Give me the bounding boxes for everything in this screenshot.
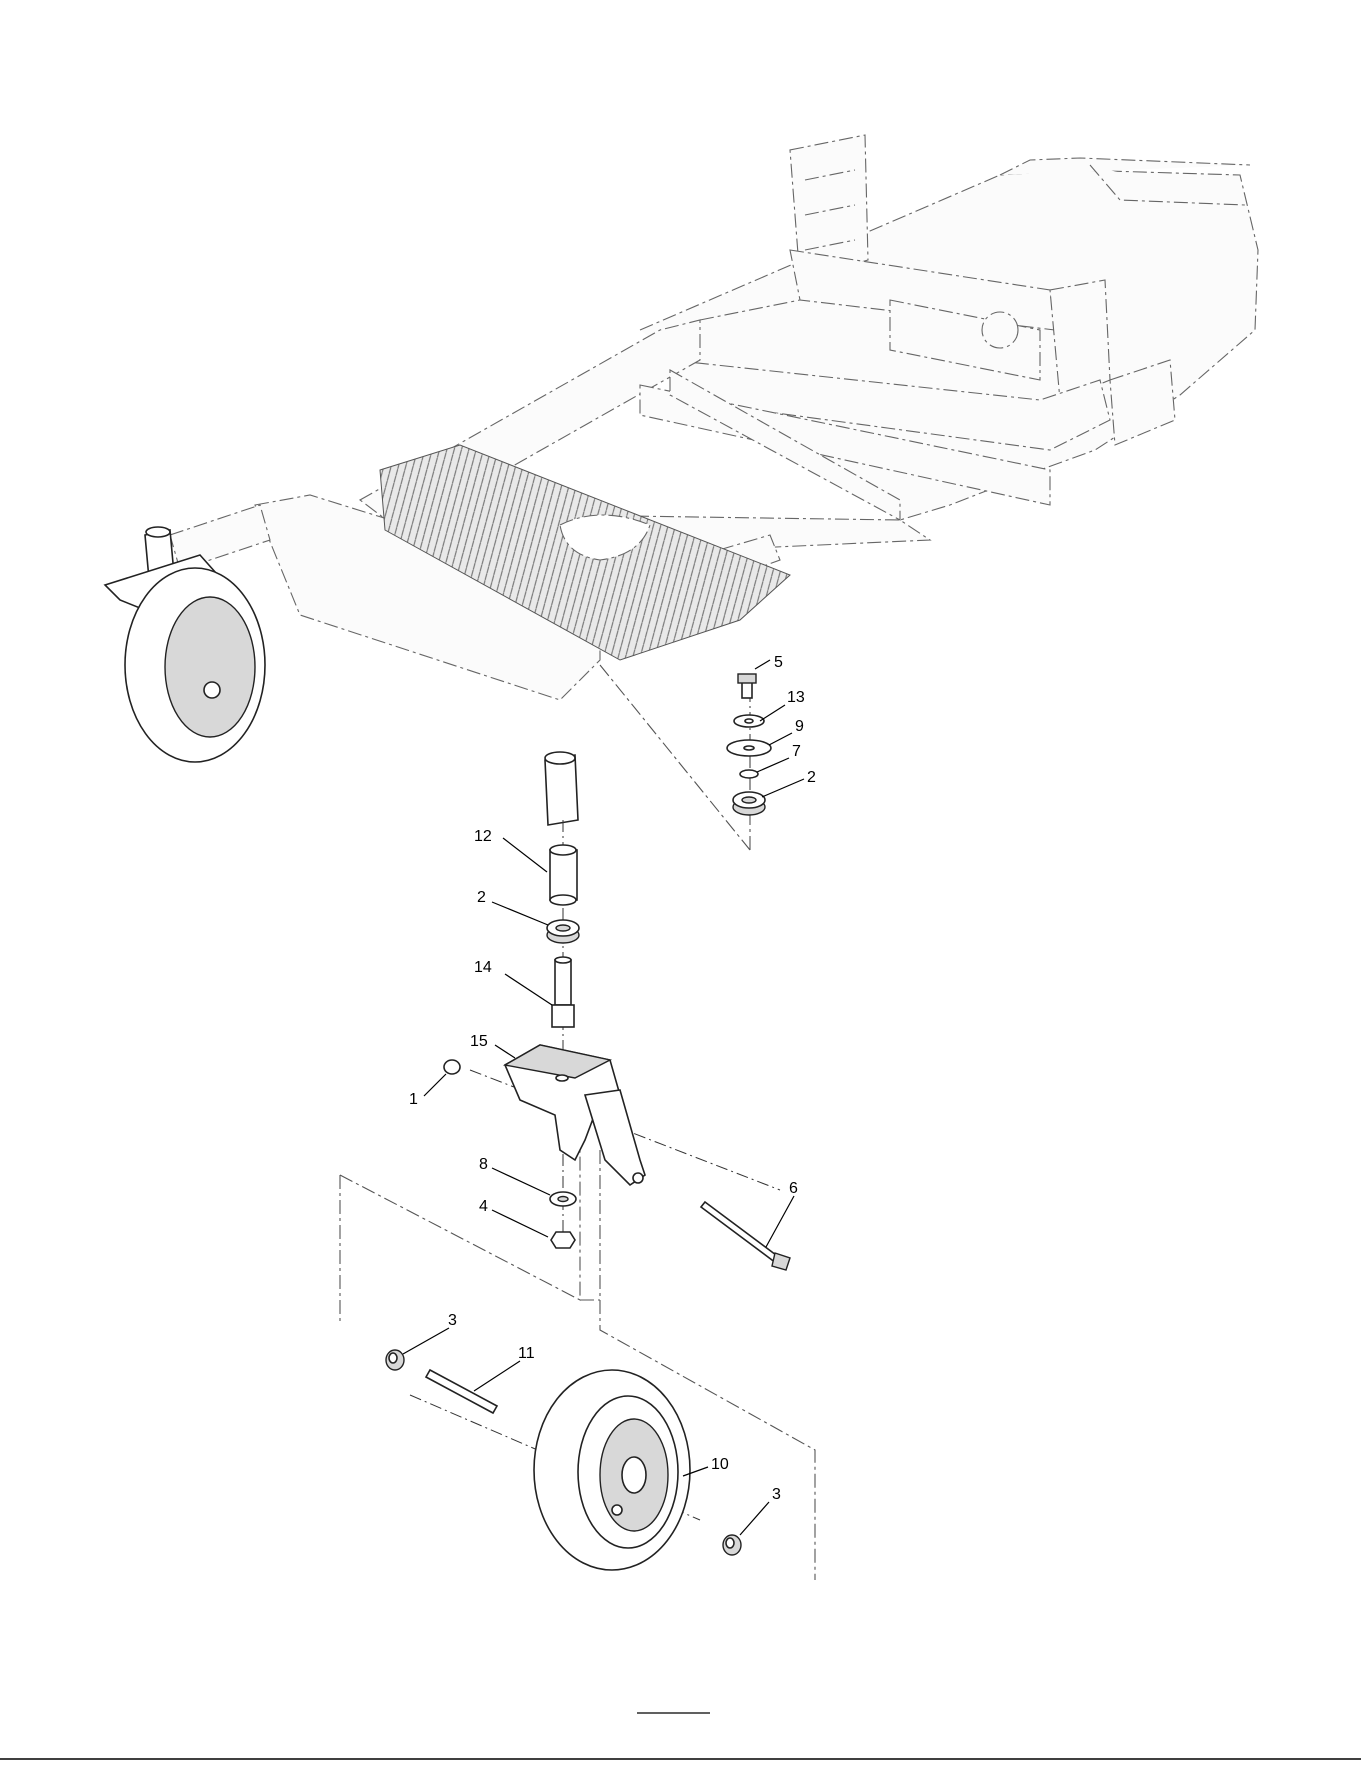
callout-1: 1 [409,1091,418,1108]
callout-7: 7 [792,743,801,760]
callout-5: 5 [774,654,783,671]
callout-12: 12 [474,828,492,845]
callout-4: 4 [479,1198,488,1215]
page-footer-rules [0,1713,1361,1759]
part-bearing-left [386,1350,404,1370]
callout-2-right: 2 [807,769,816,786]
part-wheel [534,1370,690,1570]
callout-11: 11 [518,1345,535,1362]
callout-14: 14 [474,959,492,976]
callout-3-right: 3 [772,1486,781,1503]
part-washer-7 [740,770,758,778]
callout-8: 8 [479,1156,488,1173]
callout-3-left: 3 [448,1312,457,1329]
part-nut-4 [551,1232,575,1248]
part-washer-8 [550,1192,576,1206]
part-bearing-center [547,920,579,943]
callout-2-center: 2 [477,889,486,906]
wheel-assembly [386,1350,741,1570]
part-bearing-right-wheel [723,1535,741,1555]
part-spacer-tube [550,845,577,905]
callout-9: 9 [795,718,804,735]
mower-frame-phantom [105,135,1258,850]
callout-10: 10 [711,1456,729,1473]
callout-13: 13 [787,689,805,706]
part-pivot-shaft [552,957,574,1027]
part-bolt [738,674,756,698]
callout-6: 6 [789,1180,798,1197]
part-long-bolt [701,1202,790,1270]
part-caster-fork [505,1045,645,1185]
callout-15: 15 [470,1033,488,1050]
part-nut-1 [444,1060,460,1074]
hardware-stack-center [444,845,790,1270]
hardware-stack-right [727,674,771,815]
part-bearing-right [733,792,765,815]
